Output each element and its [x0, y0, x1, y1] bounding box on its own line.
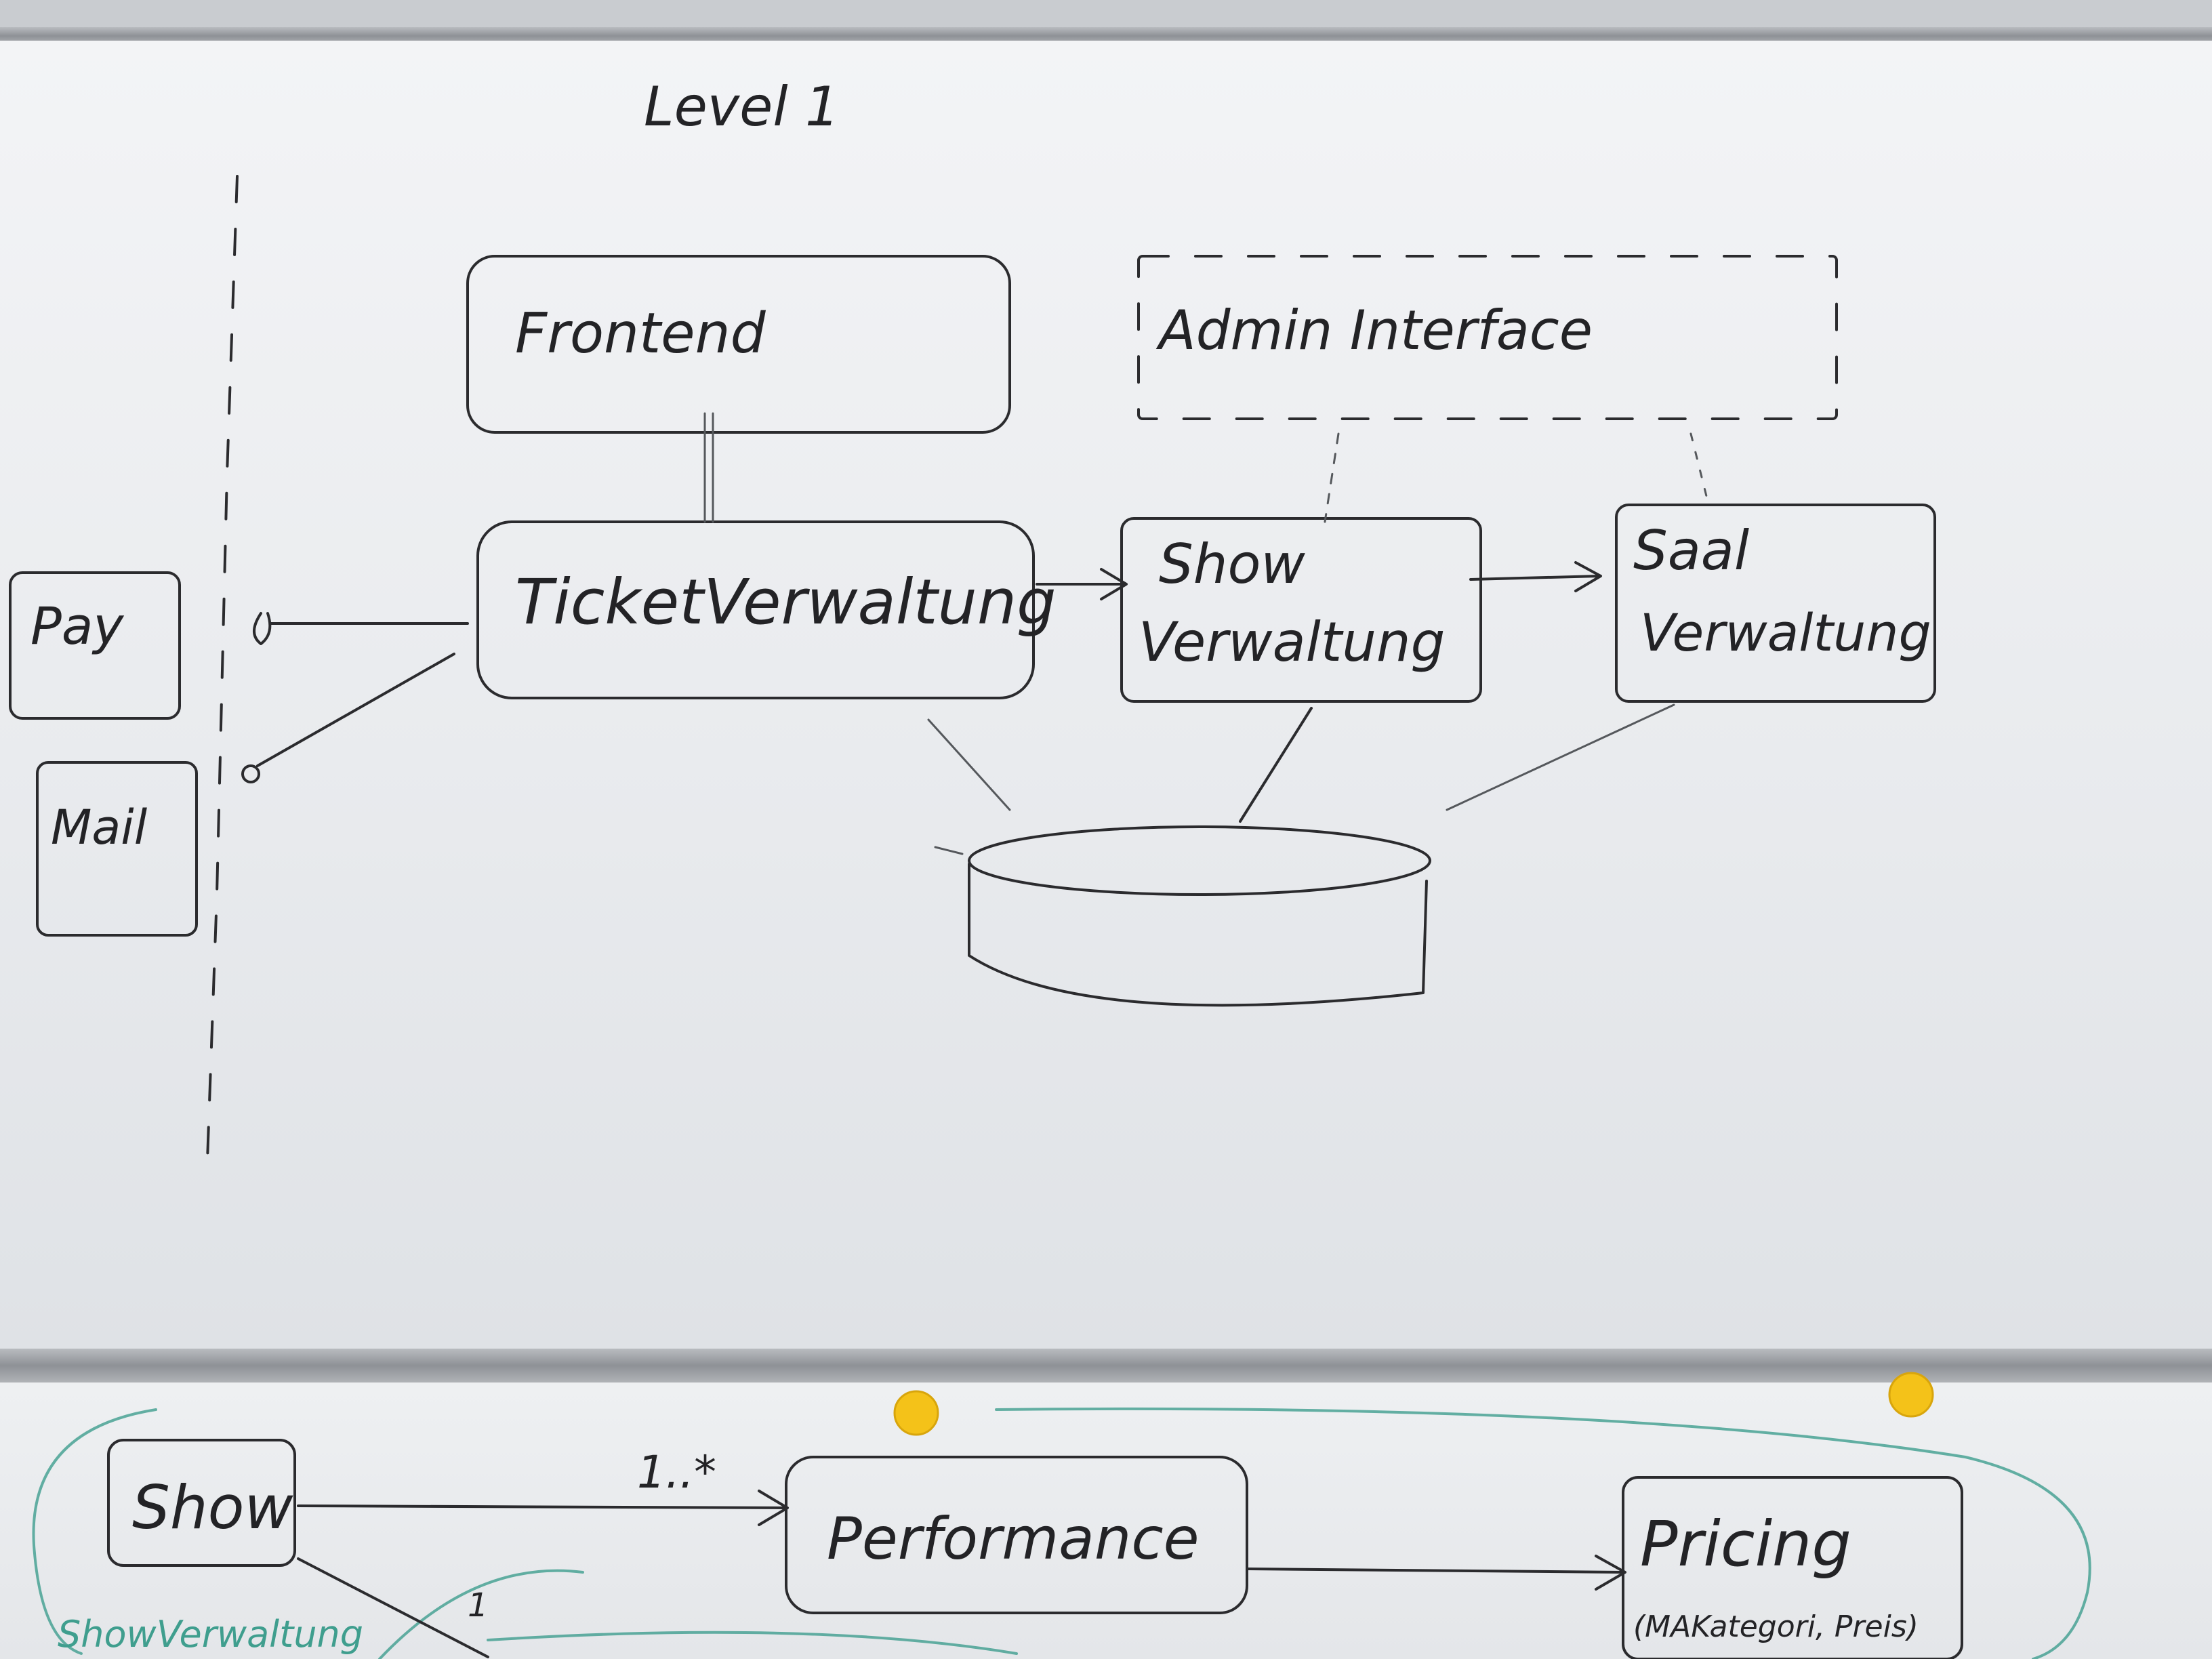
performance-to-pricing-arrow — [1246, 1555, 1626, 1591]
ticketverwaltung-label: TicketVerwaltung — [515, 566, 1057, 638]
group-outline-left — [32, 1408, 157, 1655]
show-verwaltung-label-1: Show — [1159, 533, 1305, 596]
ticket-to-show-arrow — [1036, 568, 1128, 600]
saal-verwaltung-label-1: Saal — [1633, 519, 1749, 582]
show-verwaltung-label-2: Verwaltung — [1139, 611, 1445, 674]
magnet-left — [893, 1390, 939, 1436]
performance-class-box — [785, 1456, 1248, 1614]
ticket-db-link — [927, 718, 1011, 811]
pricing-class-label: Pricing — [1640, 1508, 1851, 1580]
system-boundary-line — [205, 175, 239, 1181]
showverwaltung-group-label: ShowVerwaltung — [58, 1613, 363, 1656]
show-to-saal-arrow — [1469, 561, 1602, 592]
database-top — [968, 825, 1431, 896]
database-tick — [934, 846, 964, 855]
saal-verwaltung-label-2: Verwaltung — [1640, 602, 1931, 663]
admin-show-link — [1324, 432, 1340, 523]
admin-saal-link — [1689, 432, 1709, 503]
show-class-box — [107, 1439, 296, 1567]
pricing-class-box — [1622, 1476, 1963, 1659]
mail-box — [36, 761, 198, 937]
saal-verwaltung-box — [1615, 504, 1936, 703]
admin-interface-label: Admin Interface — [1155, 299, 1593, 362]
diagram-title: Level 1 — [644, 75, 840, 138]
show-to-performance-arrow — [297, 1490, 789, 1526]
ticketverwaltung-box — [476, 520, 1035, 699]
frontend-box — [466, 255, 1011, 434]
show-outgoing-line — [297, 1557, 489, 1658]
group-outline-inner-2 — [487, 1631, 1018, 1655]
pricing-detail-label: (MAKategori, Preis) — [1633, 1610, 1919, 1644]
bottom-multiplicity: 1 — [468, 1586, 489, 1624]
magnet-right — [1888, 1372, 1934, 1418]
whiteboard-upper — [0, 41, 2212, 1349]
database-body — [968, 863, 1428, 1007]
show-performance-multiplicity: 1..* — [637, 1446, 716, 1498]
pay-socket-icon — [253, 612, 272, 645]
mail-label: Mail — [51, 800, 148, 855]
mail-socket-icon — [241, 764, 260, 783]
pay-label: Pay — [30, 596, 124, 656]
performance-class-label: Performance — [827, 1505, 1200, 1573]
show-verwaltung-box — [1120, 517, 1482, 703]
board-frame-divider — [0, 1349, 2212, 1382]
ticket-mail-interface-line — [256, 653, 455, 767]
group-outline-inner — [378, 1569, 584, 1659]
group-outline-right — [995, 1407, 2091, 1659]
pay-box — [9, 571, 181, 720]
saal-db-link — [1446, 703, 1675, 811]
show-class-label: Show — [132, 1473, 293, 1542]
frontend-label: Frontend — [515, 302, 766, 366]
show-db-link — [1239, 707, 1313, 823]
